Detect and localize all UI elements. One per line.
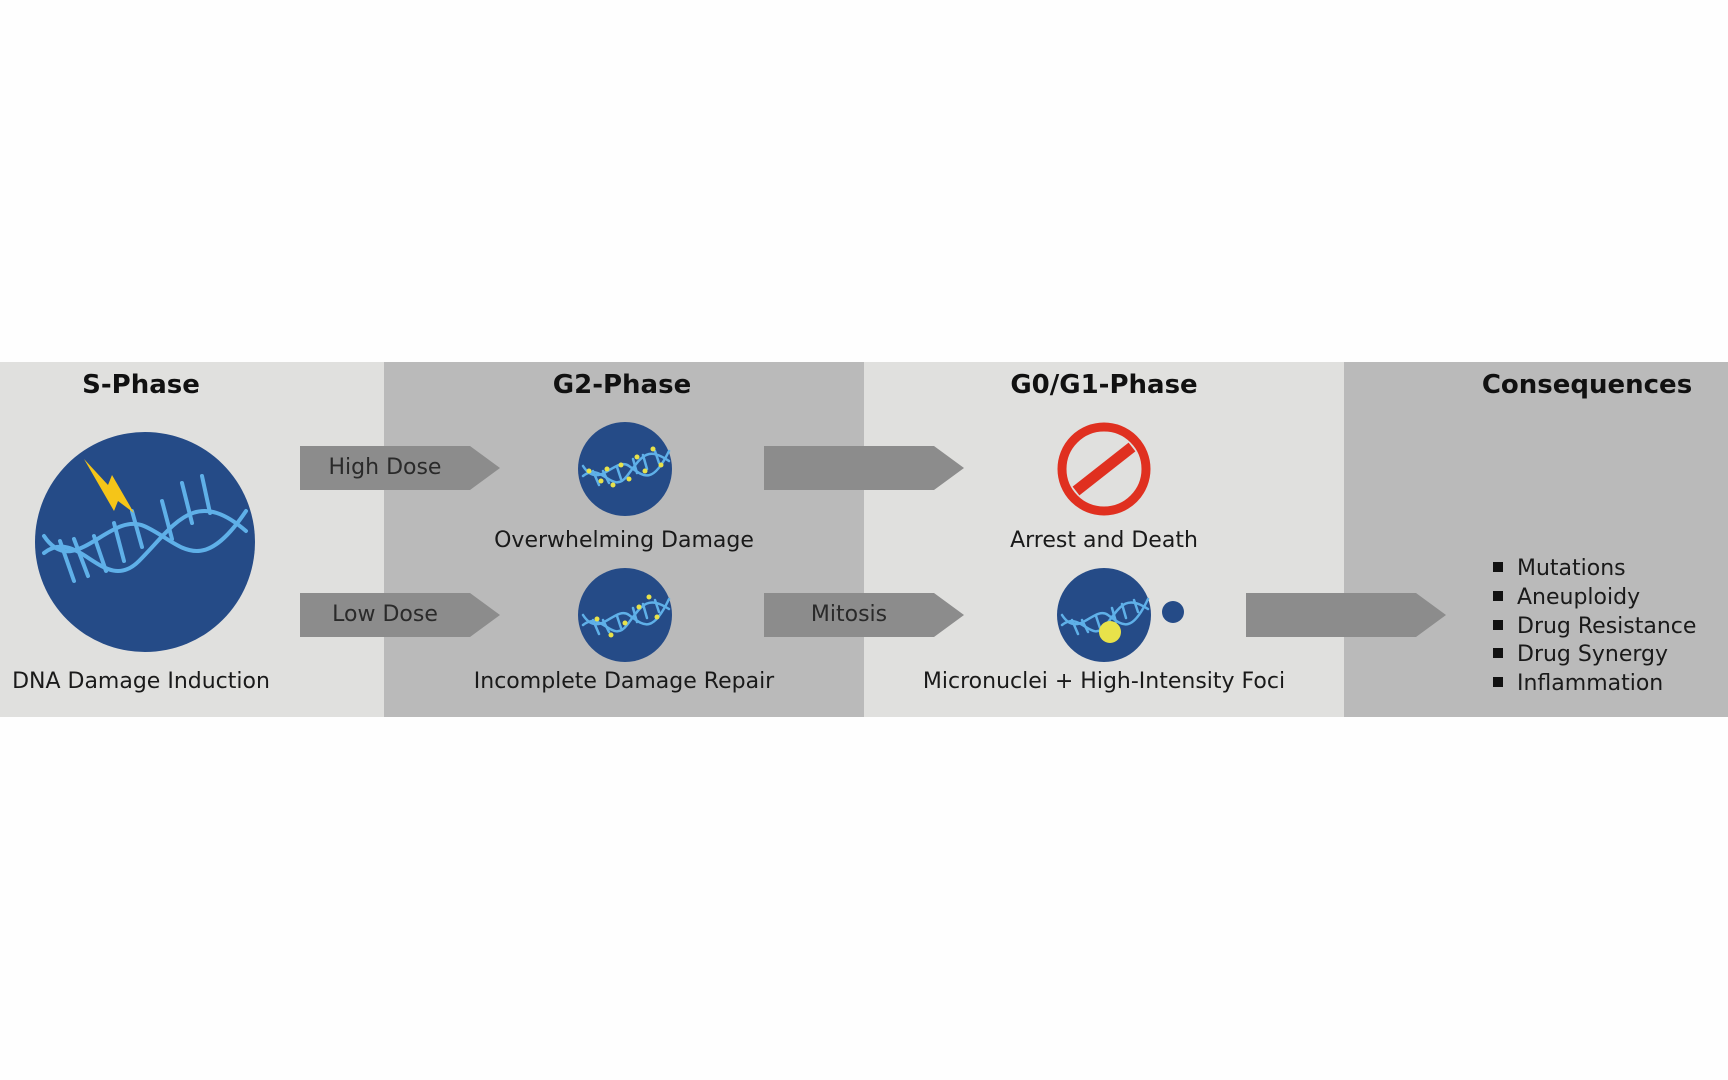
consequence-label: Drug Resistance (1517, 613, 1697, 639)
consequences-arrow (1246, 593, 1446, 637)
g0g1-bottom-caption: Micronuclei + High-Intensity Foci (922, 669, 1286, 694)
consequence-label: Inflammation (1517, 671, 1664, 697)
consequences-list: Mutations Aneuploidy Drug Resistance Dru… (1493, 555, 1696, 699)
s-phase-title: S-Phase (82, 370, 200, 400)
list-item: Drug Synergy (1493, 641, 1696, 670)
bullet-square-icon (1493, 677, 1503, 688)
low-dose-label: Low Dose (332, 602, 438, 627)
bullet-square-icon (1493, 562, 1503, 572)
consequences-panel (1344, 362, 1728, 717)
bullet-square-icon (1493, 590, 1503, 601)
damaged-dna-icon (578, 568, 672, 662)
micronucleus-icon (1057, 568, 1184, 662)
list-item: Aneuploidy (1493, 584, 1696, 613)
consequence-label: Mutations (1517, 556, 1626, 581)
consequence-label: Drug Synergy (1517, 642, 1668, 668)
g2-phase-title: G2-Phase (552, 370, 692, 400)
high-dose-arrow (300, 446, 500, 490)
g2-bottom-caption: Incomplete Damage Repair (473, 669, 775, 694)
list-item: Mutations (1493, 555, 1696, 584)
g0g1-top-caption: Arrest and Death (1010, 528, 1198, 553)
overwhelming-arrow (764, 446, 964, 490)
g0g1-phase-title: G0/G1-Phase (1010, 370, 1198, 400)
list-item: Inflammation (1493, 670, 1696, 699)
bullet-square-icon (1493, 648, 1503, 659)
mitosis-arrow (764, 593, 964, 637)
mitosis-label: Mitosis (810, 602, 888, 627)
cell-cycle-diagram: S-Phase G2-Phase G0/G1-Phase Consequence… (0, 362, 1728, 717)
consequences-title: Consequences (1481, 370, 1693, 400)
no-entry-icon (1057, 422, 1151, 516)
damaged-dna-icon (578, 422, 672, 516)
bullet-square-icon (1493, 619, 1503, 630)
low-dose-arrow (300, 593, 500, 637)
g2-top-caption: Overwhelming Damage (494, 528, 754, 553)
high-dose-label: High Dose (328, 455, 442, 480)
consequence-label: Aneuploidy (1517, 584, 1641, 610)
list-item: Drug Resistance (1493, 613, 1696, 642)
dna-lightning-icon (35, 432, 255, 652)
s-phase-caption: DNA Damage Induction (12, 669, 270, 694)
